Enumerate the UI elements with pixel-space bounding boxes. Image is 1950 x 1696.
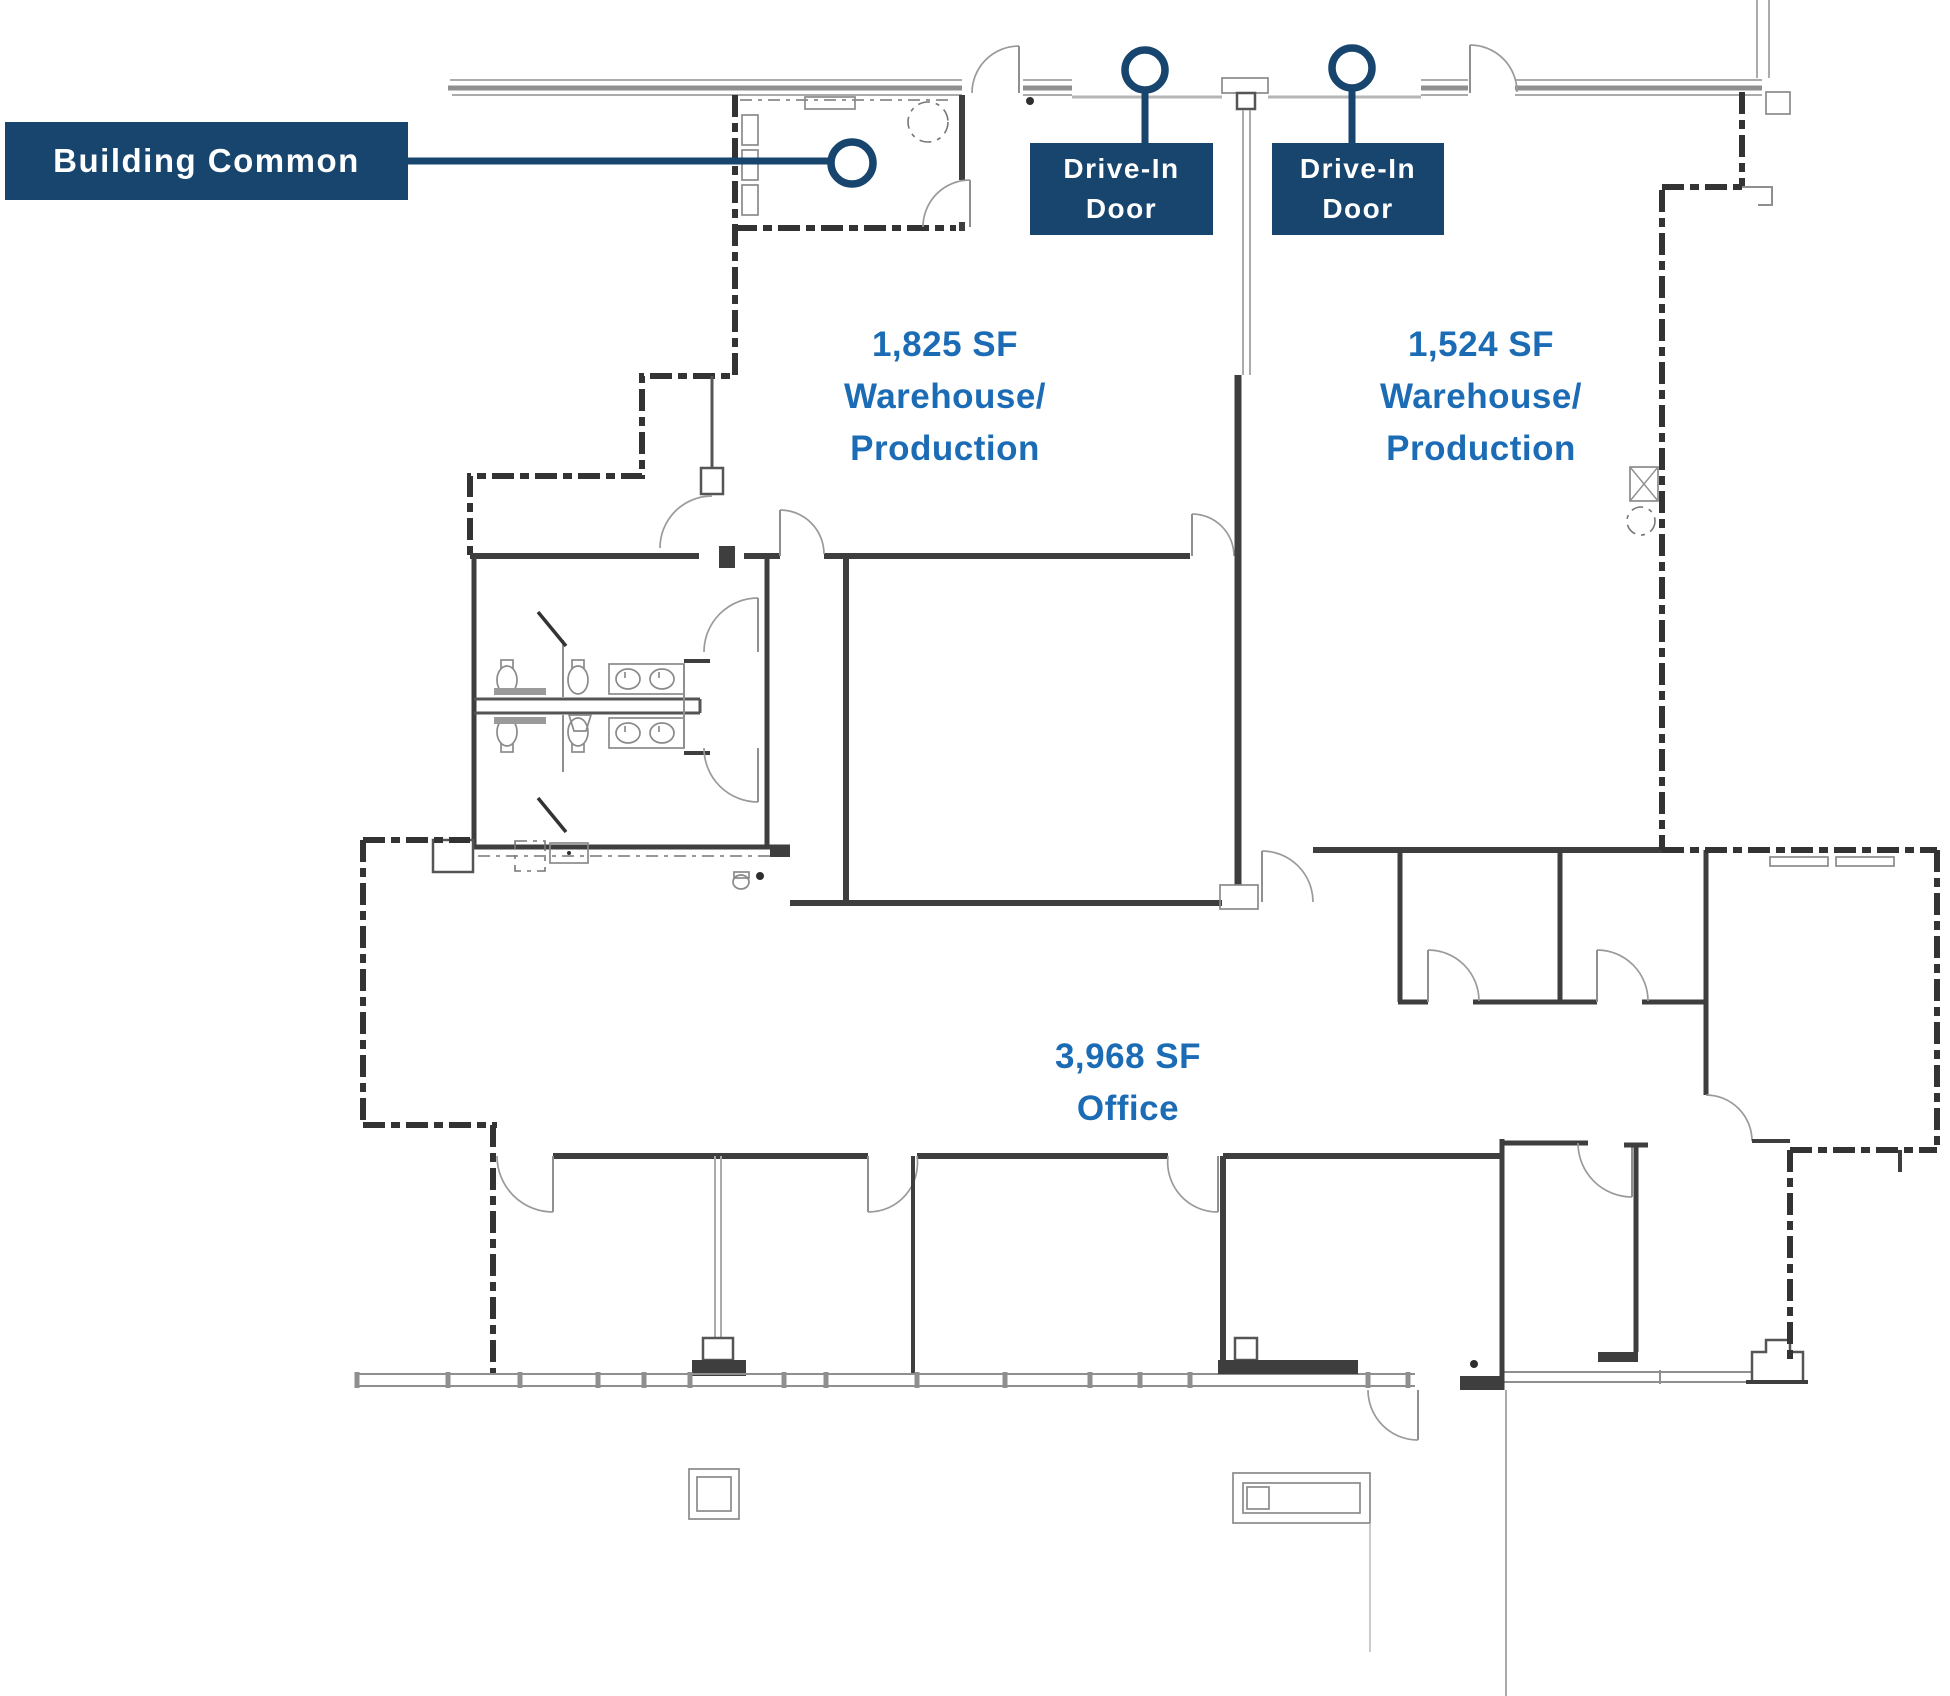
top-corridor-wall bbox=[448, 0, 1791, 115]
site-marks bbox=[688, 1390, 1507, 1696]
drive-in-door-2-callout bbox=[1328, 44, 1376, 143]
drive-in-door-1-callout bbox=[1121, 46, 1169, 143]
warehouse-2-name2: Production bbox=[1386, 429, 1576, 468]
drive-in-door-2-line1: Drive-In bbox=[1299, 153, 1417, 184]
building-common-callout bbox=[408, 138, 877, 188]
restrooms bbox=[470, 376, 1190, 850]
production-room bbox=[779, 375, 1662, 910]
top-swing-doors bbox=[971, 44, 1518, 105]
drive-in-door-2-line2: Door bbox=[1322, 193, 1394, 224]
building-common-label: Building Common bbox=[5, 122, 408, 200]
bottom-right-rooms bbox=[1397, 850, 1895, 1390]
warehouse-1-name1: Warehouse/ bbox=[843, 377, 1047, 416]
site-pad-icon bbox=[688, 1468, 740, 1520]
warehouse-2-name1: Warehouse/ bbox=[1379, 377, 1583, 416]
warehouse-1-sf: 1,825 SF bbox=[871, 325, 1019, 364]
drive-in-door-1-label: Drive-In Door bbox=[1030, 143, 1213, 235]
office-partitions bbox=[496, 1153, 1502, 1376]
toilet-icon bbox=[494, 659, 589, 753]
warehouse-1-area-label: 1,825 SF Warehouse/ Production bbox=[735, 319, 1155, 475]
building-common-room bbox=[467, 95, 971, 556]
warehouse-2-sf: 1,524 SF bbox=[1407, 325, 1555, 364]
office-name1: Office bbox=[1076, 1089, 1180, 1128]
urinal-icon bbox=[567, 714, 593, 732]
warehouse-1-name2: Production bbox=[850, 429, 1040, 468]
warehouse-2-area-label: 1,524 SF Warehouse/ Production bbox=[1271, 319, 1691, 475]
sink-icon bbox=[615, 668, 675, 744]
drive-in-door-1-line2: Door bbox=[1085, 193, 1158, 224]
demising-walls bbox=[1626, 92, 1940, 1363]
monument-sign-icon bbox=[1232, 1472, 1371, 1524]
building-common-label-text: Building Common bbox=[53, 142, 360, 179]
drive-in-door-openings bbox=[1072, 77, 1421, 375]
office-left-exterior-wall bbox=[360, 837, 497, 1374]
office-area-label: 3,968 SF Office bbox=[918, 1031, 1338, 1135]
drive-in-door-1-line1: Drive-In bbox=[1063, 153, 1180, 184]
office-sf: 3,968 SF bbox=[1054, 1037, 1202, 1076]
storefront-window-wall bbox=[354, 1338, 1808, 1441]
column-x-box-icon bbox=[1629, 466, 1659, 502]
drive-in-door-2-label: Drive-In Door bbox=[1272, 143, 1444, 235]
